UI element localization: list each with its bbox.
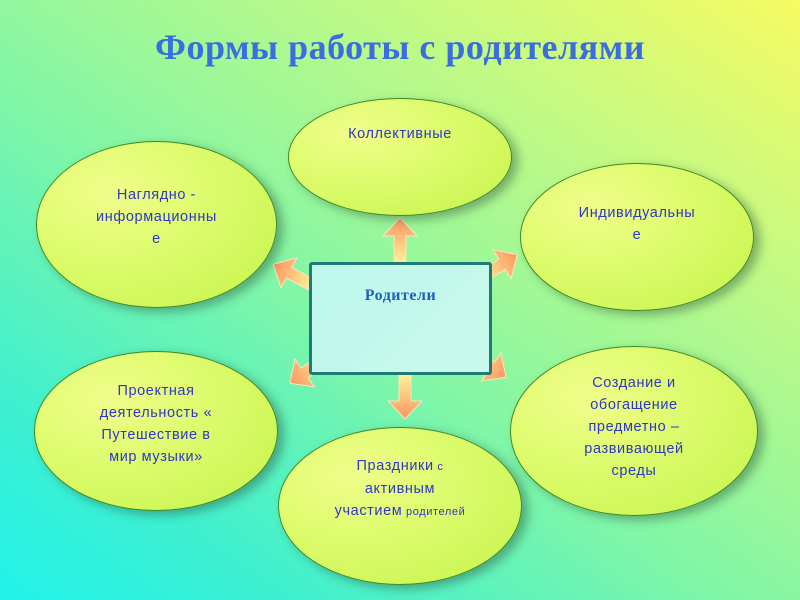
node-visual-informational-text: Наглядно - информационны е — [96, 186, 217, 247]
node-holidays: Праздники с активным участием родителей — [278, 427, 522, 585]
node-project-activity-text: Проектная деятельность « Путешествие в м… — [99, 383, 213, 465]
page-title: Формы работы с родителями — [155, 27, 645, 67]
node-environment-text: Создание и обогащение предметно – развив… — [584, 375, 684, 479]
center-label: Родители — [364, 287, 437, 304]
node-visual-informational: Наглядно - информационны е — [36, 141, 277, 308]
arrow-down-icon — [387, 374, 423, 420]
node-collective: Коллективные — [288, 98, 512, 216]
node-environment: Создание и обогащение предметно – развив… — [510, 346, 758, 516]
arrow-up-icon — [382, 217, 418, 263]
node-individual: Индивидуальны е — [520, 163, 754, 311]
node-project-activity: Проектная деятельность « Путешествие в м… — [34, 351, 278, 511]
node-collective-text: Коллективные — [348, 126, 452, 142]
node-holidays-text: Праздники с активным участием родителей — [334, 458, 466, 519]
center-parents-box: Родители — [309, 262, 492, 375]
node-individual-text: Индивидуальны е — [578, 205, 696, 243]
